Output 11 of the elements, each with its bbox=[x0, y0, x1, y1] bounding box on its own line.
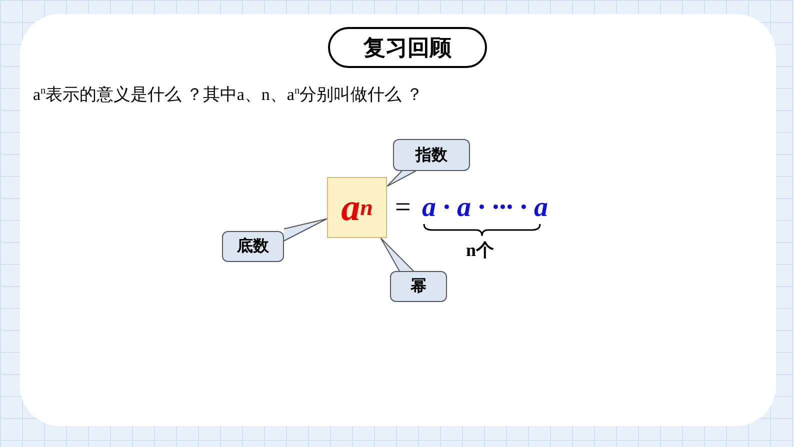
callout-tail bbox=[284, 218, 328, 242]
callout-bubble: 底数 bbox=[222, 231, 284, 262]
count-label: n个 bbox=[466, 239, 494, 262]
equals-sign: = bbox=[395, 192, 411, 224]
power-box: a$^{n}$ bbox=[327, 177, 387, 238]
product-expression: a · a · ··· · a bbox=[422, 192, 548, 224]
callout-tail bbox=[386, 170, 416, 187]
title-pill: 复习回顾 bbox=[328, 27, 487, 68]
callout-bubble: 幂 bbox=[390, 271, 447, 302]
callout-tail bbox=[380, 238, 414, 272]
question-text: a$^{n}$表示的意义是什么 ？其中a、n、a$^{n}$分别叫做什么 ？ bbox=[33, 84, 423, 106]
